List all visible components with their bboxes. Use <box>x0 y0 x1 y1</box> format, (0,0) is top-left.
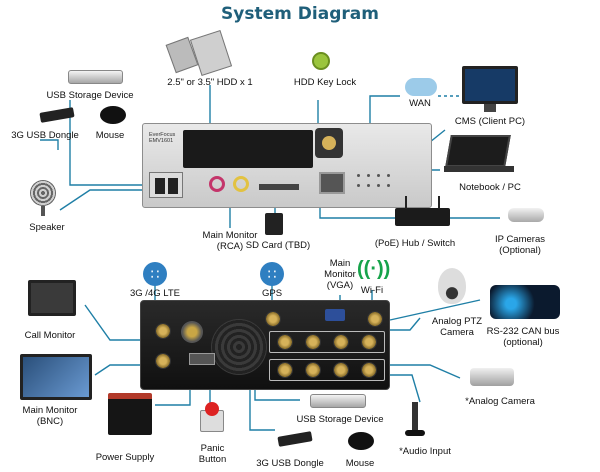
diagram-title: System Diagram <box>221 4 379 24</box>
power-connector <box>181 321 203 343</box>
rca-port-1 <box>209 176 225 192</box>
wire-audio <box>390 374 421 403</box>
cooling-fan <box>211 319 267 375</box>
label-wan: WAN <box>409 98 431 109</box>
bnc-monitor-icon <box>20 354 92 400</box>
label-ip-cameras: IP Cameras (Optional) <box>495 234 545 256</box>
analog-camera-icon <box>470 368 514 386</box>
label-notebook: Notebook / PC <box>459 182 521 193</box>
panic-button-cap <box>205 402 219 416</box>
label-gps: GPS <box>261 288 283 299</box>
label-main-monitor-rca: Main Monitor (RCA) <box>202 230 258 252</box>
wire-dongle-bottom <box>249 380 275 431</box>
label-usb-storage-top: USB Storage Device <box>46 90 134 101</box>
mouse-icon <box>100 106 126 124</box>
label-dongle-bottom: 3G USB Dongle <box>256 458 324 469</box>
cms-monitor <box>462 66 518 104</box>
label-wifi: Wi-Fi <box>360 285 384 296</box>
speaker-icon <box>30 180 56 206</box>
m12-port <box>155 353 171 369</box>
m12-port <box>155 323 171 339</box>
label-sd-card: SD Card (TBD) <box>245 240 311 251</box>
wire-ptz <box>390 317 421 331</box>
vga-port <box>325 309 345 321</box>
ptz-camera-icon <box>438 268 466 304</box>
battery-icon <box>108 393 152 435</box>
cam-port <box>277 362 293 378</box>
cloud-icon <box>405 78 437 96</box>
label-hdd: 2.5" or 3.5" HDD x 1 <box>167 77 253 88</box>
cam-port <box>305 362 321 378</box>
microphone-base <box>405 430 425 436</box>
label-main-monitor-bnc: Main Monitor (BNC) <box>22 405 78 427</box>
label-usb-storage-bottom: USB Storage Device <box>296 414 384 425</box>
cam-port <box>333 334 349 350</box>
label-call-monitor: Call Monitor <box>24 330 76 341</box>
cms-monitor-stand <box>484 104 496 112</box>
cam-port <box>361 334 377 350</box>
cam-port <box>361 362 377 378</box>
label-main-monitor-vga: Main Monitor (VGA) <box>324 258 356 291</box>
wire-speaker <box>59 189 155 211</box>
label-lte: 3G /4G LTE <box>130 288 180 299</box>
label-analog-ptz: Analog PTZ Camera <box>431 316 483 338</box>
cell-tower-icon: ∷ <box>143 262 167 286</box>
hub-antenna-2 <box>438 196 440 209</box>
io-connector <box>189 353 215 365</box>
hdd-bay <box>183 130 313 168</box>
wire-usb-storage <box>69 100 155 186</box>
label-panic-button: Panic Button <box>198 443 227 465</box>
hdd-key-lock-port <box>315 128 343 158</box>
microphone-icon <box>412 402 418 432</box>
wire-dongle-top <box>40 139 59 150</box>
label-dongle-top: 3G USB Dongle <box>11 130 79 141</box>
camera-ports-bottom <box>269 359 385 381</box>
dvr-front-panel: EverFocus EMV1601 <box>142 123 432 208</box>
speaker-stem <box>41 206 45 216</box>
usb-storage-device-bottom <box>310 394 366 408</box>
mouse-icon-bottom <box>348 432 374 450</box>
ethernet-port <box>319 172 345 194</box>
cam-port <box>305 334 321 350</box>
satellite-icon: ∷ <box>260 262 284 286</box>
usb-storage-device-top <box>68 70 123 84</box>
call-monitor-icon <box>28 280 76 316</box>
notebook-icon <box>445 135 511 167</box>
wifi-icon: ((·)) <box>357 258 391 280</box>
hub-antenna-1 <box>405 196 407 209</box>
label-hdd-key-lock: HDD Key Lock <box>293 77 357 88</box>
label-cms: CMS (Client PC) <box>454 116 526 127</box>
usb-ports <box>149 172 183 198</box>
label-analog-camera: *Analog Camera <box>465 396 535 407</box>
sd-card-slot <box>259 184 299 190</box>
notebook-base <box>444 166 514 172</box>
poe-hub-icon <box>395 208 450 226</box>
label-audio-input: *Audio Input <box>399 446 451 457</box>
label-mouse-top: Mouse <box>95 130 125 141</box>
key-lock-icon <box>312 52 330 70</box>
ip-camera-icon <box>508 208 544 222</box>
rca-port-2 <box>233 176 249 192</box>
sd-card-icon <box>265 213 283 235</box>
wire-rs232 <box>389 299 481 321</box>
cam-port <box>277 334 293 350</box>
label-power-supply: Power Supply <box>95 452 155 463</box>
wifi-port <box>367 311 383 327</box>
camera-ports-top <box>269 331 385 353</box>
label-speaker: Speaker <box>29 222 65 233</box>
dvr-rear-panel <box>140 300 390 390</box>
gps-port <box>265 311 281 327</box>
front-logo: EverFocus EMV1601 <box>149 132 176 144</box>
label-mouse-bottom: Mouse <box>345 458 375 469</box>
label-poe-hub: (PoE) Hub / Switch <box>374 238 456 249</box>
label-rs232: RS-232 CAN bus (optional) <box>486 326 560 348</box>
can-bus-dashboard-icon <box>490 285 560 319</box>
cam-port <box>333 362 349 378</box>
wire-analog-cam <box>390 364 461 379</box>
